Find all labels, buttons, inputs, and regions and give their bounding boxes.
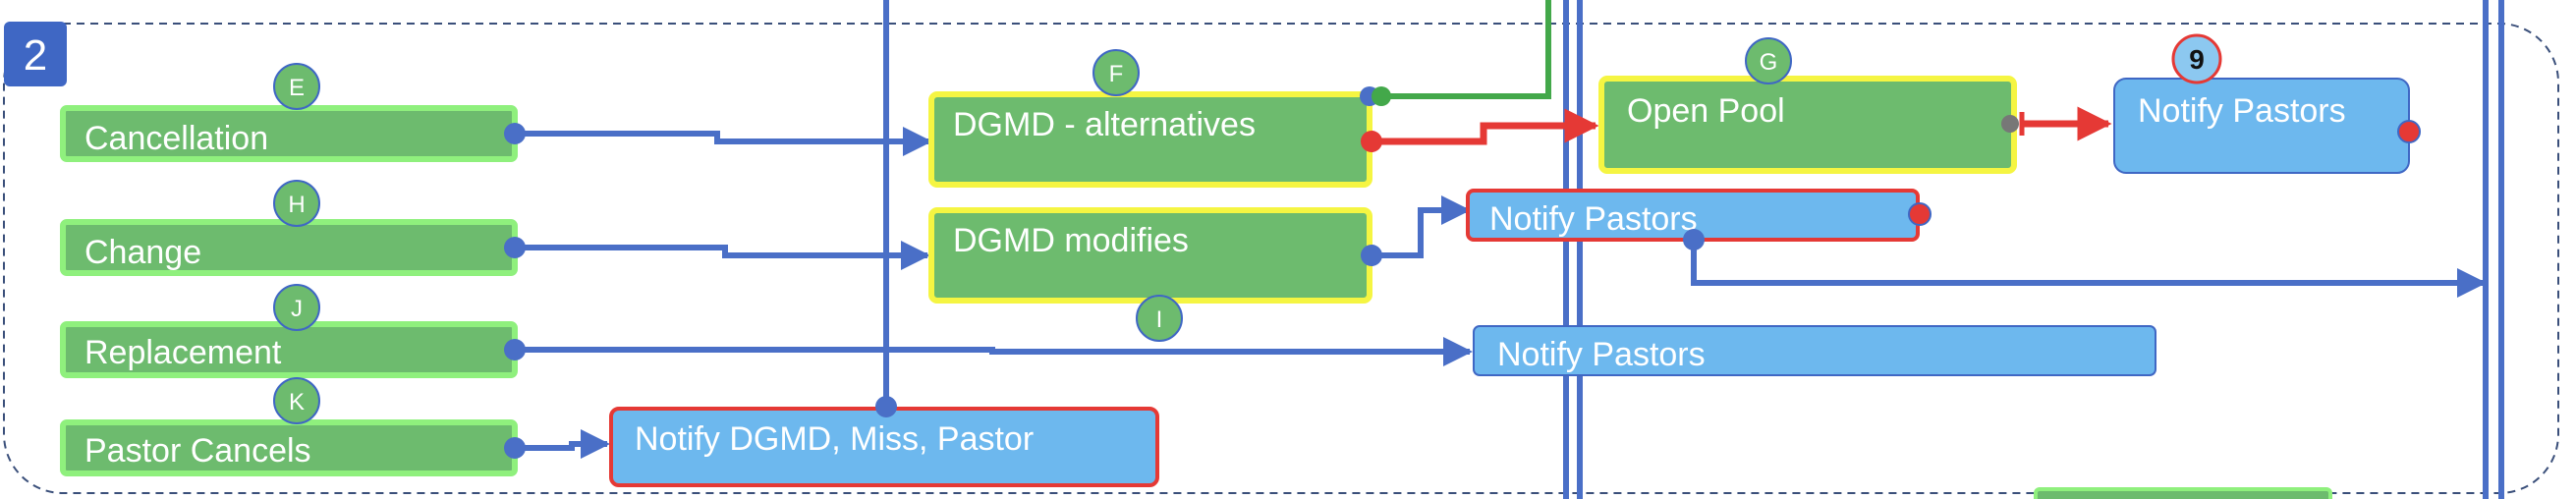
section-number-tag (4, 22, 67, 86)
connector-change-to-modifies (515, 241, 930, 270)
node-notify-pastors-top-label: Notify Pastors (2138, 92, 2346, 130)
node-change[interactable]: Change (60, 219, 518, 276)
node-notify-pastors-lower-label: Notify Pastors (1497, 336, 1706, 373)
connector-dot (504, 123, 526, 144)
connector-replacement-to-notify (515, 337, 1473, 366)
connector-dot (1372, 86, 1391, 106)
connector-modifies-to-notify (1373, 195, 1471, 258)
badge-j-label: J (291, 296, 303, 322)
badge-f-label: F (1109, 61, 1124, 87)
badge-h-label: H (288, 192, 305, 218)
connector-dot (2001, 115, 2019, 133)
badge-g-label: G (1760, 49, 1778, 76)
connector-dot (504, 237, 526, 258)
node-notify-dgmd-miss-pastor[interactable]: Notify DGMD, Miss, Pastor (609, 407, 1159, 487)
node-pastor-cancels-label: Pastor Cancels (84, 432, 311, 470)
badge-k: K (273, 377, 320, 424)
connector-dot (875, 396, 897, 417)
badge-i-label: I (1156, 306, 1163, 333)
node-cancellation[interactable]: Cancellation (60, 105, 518, 162)
node-replacement-label: Replacement (84, 334, 282, 371)
node-replacement[interactable]: Replacement (60, 321, 518, 378)
badge-9-label: 9 (2189, 44, 2205, 75)
badge-k-label: K (289, 389, 305, 416)
badge-h: H (273, 180, 320, 227)
node-change-label: Change (84, 234, 201, 271)
node-notify-pastors-lower[interactable]: Notify Pastors (1473, 325, 2156, 376)
connector-pastorcancels-to-notify (515, 429, 610, 459)
node-cancellation-label: Cancellation (84, 120, 268, 157)
connector-dot (1908, 202, 1932, 226)
badge-9: 9 (2171, 33, 2222, 84)
badge-e: E (273, 63, 320, 110)
connector-dot (504, 339, 526, 360)
connector-green-top (1379, 0, 1551, 99)
badge-f: F (1092, 49, 1140, 96)
connector-dot (1683, 229, 1705, 250)
badge-j: J (273, 284, 320, 331)
partial-node-bottom (2034, 487, 2332, 499)
node-notify-dgmd-miss-pastor-label: Notify DGMD, Miss, Pastor (635, 420, 1034, 458)
connector-dot (504, 437, 526, 459)
badge-e-label: E (289, 75, 305, 101)
node-open-pool[interactable]: Open Pool (1598, 76, 2017, 174)
swimlane-border (3, 23, 2559, 494)
node-notify-pastors-top[interactable]: Notify Pastors (2113, 78, 2410, 174)
node-dgmd-modifies[interactable]: DGMD modifies (928, 207, 1372, 304)
node-open-pool-label: Open Pool (1627, 92, 1785, 130)
node-notify-pastors-middle-label: Notify Pastors (1489, 200, 1698, 238)
connector-dot (1361, 245, 1382, 266)
connector-alternatives-to-openpool (1372, 108, 1599, 145)
node-dgmd-alternatives-label: DGMD - alternatives (953, 106, 1256, 143)
node-notify-pastors-middle[interactable]: Notify Pastors (1466, 189, 1920, 242)
node-dgmd-alternatives[interactable]: DGMD - alternatives (928, 91, 1372, 188)
connector-dot (2397, 120, 2421, 143)
badge-i: I (1136, 295, 1183, 342)
badge-g: G (1745, 37, 1792, 84)
connector-dot (1361, 131, 1382, 152)
node-dgmd-modifies-label: DGMD modifies (953, 222, 1189, 259)
connector-cancellation-to-alternatives (515, 127, 932, 156)
node-pastor-cancels[interactable]: Pastor Cancels (60, 419, 518, 476)
connector-notify-to-right (1691, 240, 2487, 298)
section-number-label: 2 (24, 31, 47, 80)
